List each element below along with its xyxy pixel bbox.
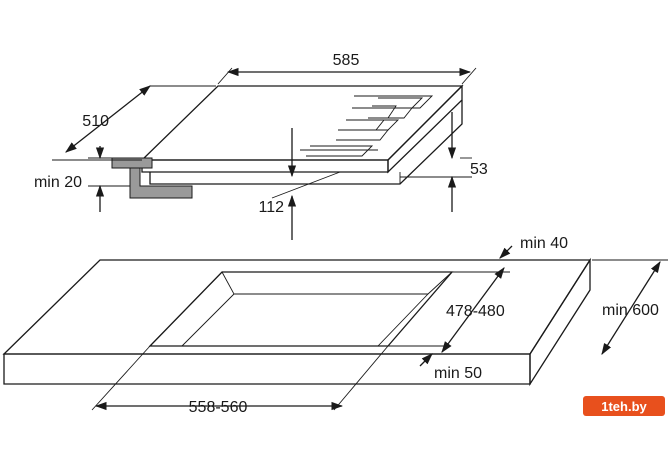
hob-depth-label: 510 [82, 113, 109, 130]
min-side-label: min 20 [34, 174, 82, 191]
watermark-badge: 1teh.by [583, 396, 665, 416]
cutout-width-label: 558-560 [189, 399, 248, 416]
hob-height-label: 53 [470, 161, 488, 178]
worktop-side [529, 257, 591, 387]
hob-dimensions: 585 510 min 20 53 112 [34, 52, 488, 240]
min-front-label: min 50 [434, 365, 482, 382]
worktop-depth-label: min 600 [602, 302, 659, 319]
worktop-drawing [2, 257, 592, 387]
cutout-inner-left [148, 271, 235, 347]
hob-controls [300, 95, 434, 157]
hob-drawing [111, 84, 464, 199]
hob-front-edge [141, 159, 389, 173]
worktop-section [111, 157, 153, 169]
cutout-dimensions: min 40 478-480 min 600 min 50 558-560 [91, 235, 668, 416]
min-back-label: min 40 [520, 235, 568, 252]
clearance-label: 112 [258, 199, 284, 216]
hob-top-surface [140, 85, 464, 161]
cutout-outer [148, 271, 454, 347]
mounting-clip [129, 167, 193, 199]
cutout-depth-label: 478-480 [446, 303, 505, 320]
watermark-text: 1teh.by [601, 399, 647, 414]
hob-width-label: 585 [333, 52, 360, 69]
